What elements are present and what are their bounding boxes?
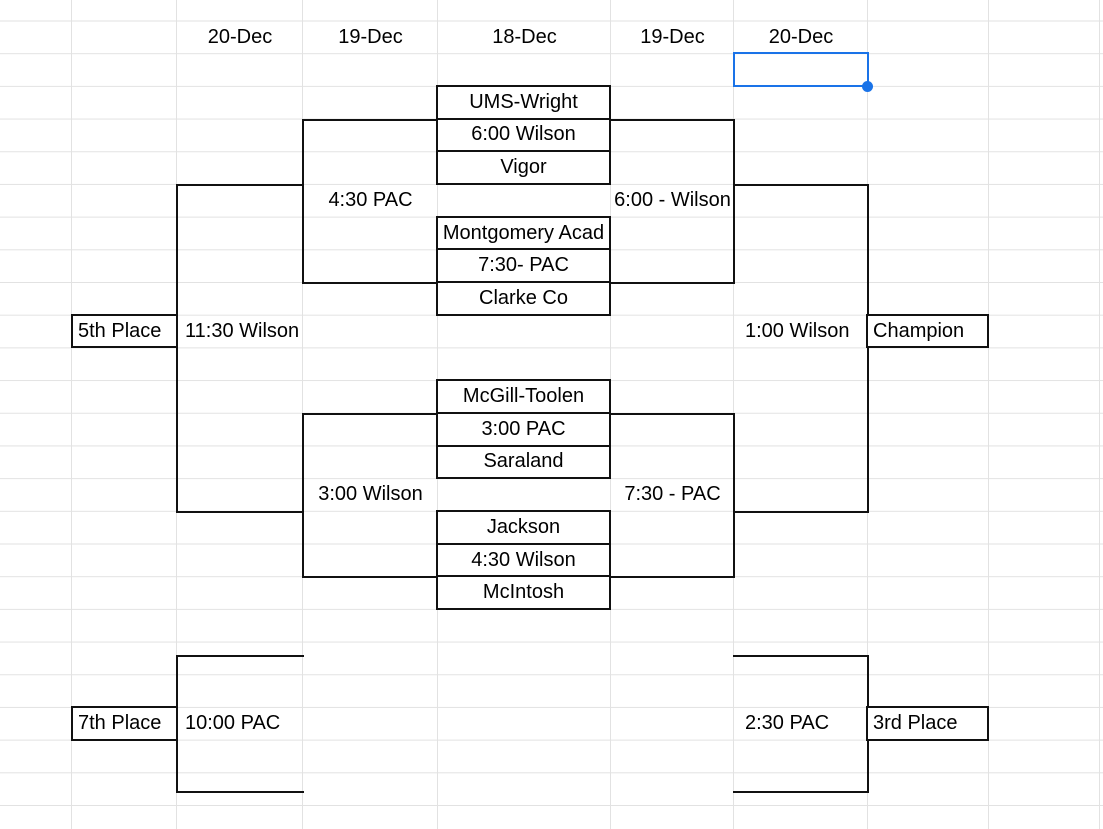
game-time-cell[interactable]: 4:30 Wilson: [438, 542, 609, 576]
bracket-line: [733, 184, 869, 186]
champion-label-box[interactable]: Champion: [866, 313, 989, 349]
bracket-line: [733, 511, 869, 513]
team-cell[interactable]: Jackson: [486, 515, 561, 538]
date-header-3[interactable]: 18-Dec: [492, 25, 557, 48]
game4-box: Jackson 4:30 Wilson McIntosh: [436, 510, 611, 611]
third-place-time[interactable]: 2:30 PAC: [745, 712, 830, 735]
bracket-line: [733, 118, 735, 285]
bracket-line: [302, 118, 439, 121]
bracket-line: [302, 282, 439, 285]
fifth-place-label-box[interactable]: 5th Place: [71, 313, 178, 349]
championship-time[interactable]: 1:00 Wilson: [745, 319, 850, 342]
bracket-line: [733, 655, 869, 657]
bracket-line: [176, 511, 304, 513]
date-header-4[interactable]: 19-Dec: [640, 25, 705, 48]
bracket-line: [610, 576, 735, 579]
bracket-line: [733, 791, 869, 793]
team-cell[interactable]: UMS-Wright: [469, 90, 578, 113]
consolation-semi-upper-time[interactable]: 4:30 PAC: [328, 189, 413, 211]
bracket-line: [176, 184, 304, 186]
date-header-1[interactable]: 20-Dec: [207, 25, 273, 48]
team-cell[interactable]: McIntosh: [438, 575, 609, 608]
bracket-line: [610, 118, 735, 121]
gridline-col-i-j: [1099, 0, 1100, 829]
game-time-cell[interactable]: 7:30- PAC: [438, 248, 609, 281]
consolation-semi-lower-time[interactable]: 3:00 Wilson: [318, 483, 423, 506]
bracket-line: [302, 576, 439, 579]
bracket-line: [867, 184, 869, 513]
selected-cell[interactable]: [733, 52, 869, 87]
semifinal-upper-time[interactable]: 6:00 - Wilson: [614, 189, 731, 211]
bracket-line: [302, 412, 439, 415]
bracket-line: [610, 282, 735, 285]
game1-box: UMS-Wright 6:00 Wilson Vigor: [436, 84, 611, 185]
team-cell[interactable]: Saraland: [438, 444, 609, 478]
date-header-5[interactable]: 20-Dec: [768, 25, 834, 48]
gridline-col-a-b: [71, 0, 72, 829]
team-cell[interactable]: Vigor: [438, 150, 609, 183]
gridline-col-h-i: [988, 0, 989, 829]
fill-handle[interactable]: [862, 81, 873, 92]
bracket-line: [302, 412, 304, 579]
team-cell[interactable]: Clarke Co: [438, 281, 609, 314]
bracket-line: [176, 184, 178, 513]
team-cell[interactable]: Montgomery Acad: [442, 221, 605, 244]
team-cell[interactable]: McGill-Toolen: [462, 385, 585, 408]
seventh-place-time[interactable]: 10:00 PAC: [185, 712, 281, 735]
bracket-line: [610, 412, 735, 415]
bracket-line: [733, 412, 735, 579]
bracket-line: [176, 655, 304, 657]
third-place-label-box[interactable]: 3rd Place: [866, 706, 989, 741]
game3-box: McGill-Toolen 3:00 PAC Saraland: [436, 379, 611, 480]
bracket-line: [176, 791, 304, 793]
bracket-line: [302, 118, 304, 285]
semifinal-lower-time[interactable]: 7:30 - PAC: [624, 483, 721, 506]
game-time-cell[interactable]: 6:00 Wilson: [438, 117, 609, 151]
game-time-cell[interactable]: 3:00 PAC: [438, 411, 609, 445]
date-header-2[interactable]: 19-Dec: [338, 25, 403, 48]
fifth-place-time[interactable]: 11:30 Wilson: [185, 319, 300, 342]
seventh-place-label-box[interactable]: 7th Place: [71, 706, 178, 741]
game2-box: Montgomery Acad 7:30- PAC Clarke Co: [436, 215, 611, 316]
